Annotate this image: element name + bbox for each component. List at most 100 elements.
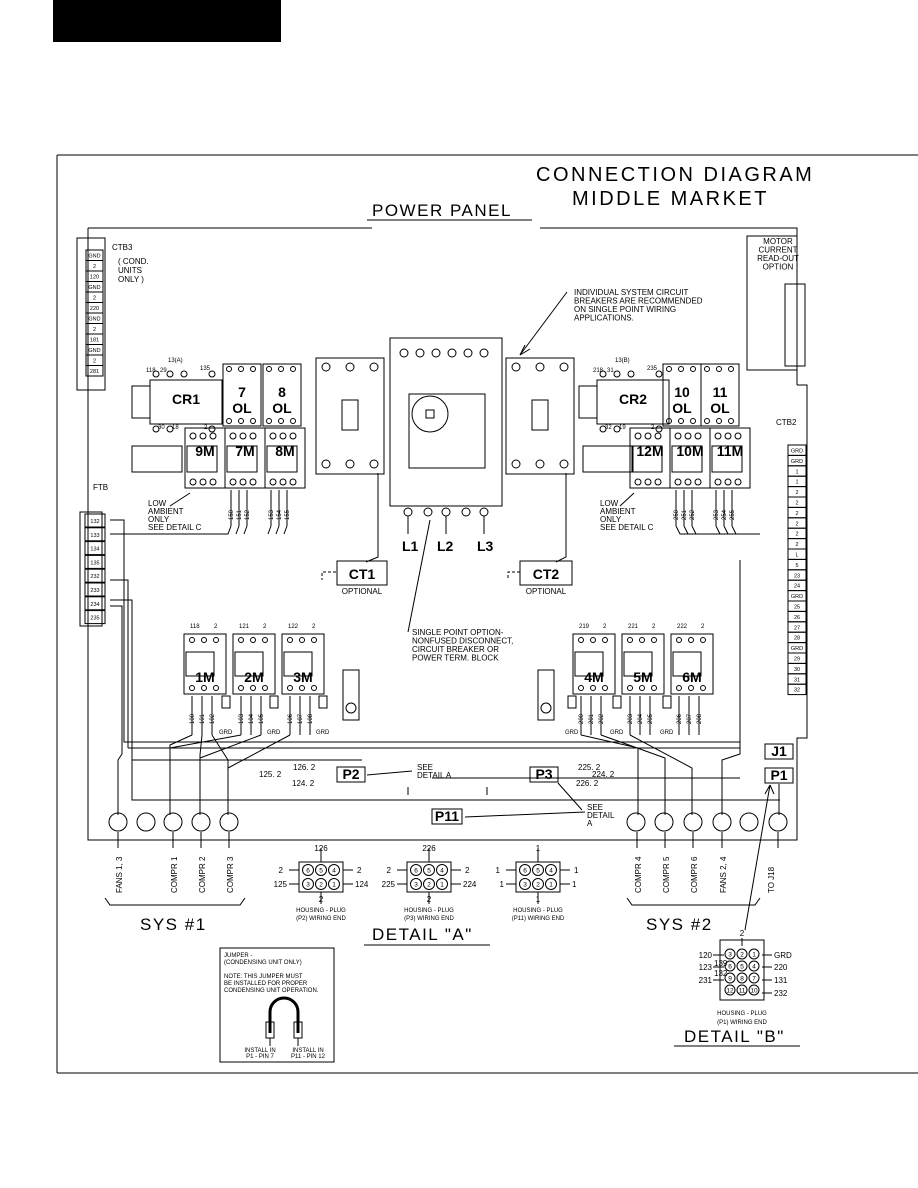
detail-a-p11-pin-label: 1 (549, 882, 553, 889)
ctb2-terminal-label: 27 (794, 625, 800, 631)
contactor-8m-terminal (279, 432, 287, 440)
panel-terminal (683, 812, 703, 832)
diagram-title-line1: CONNECTION DIAGRAM (536, 164, 814, 186)
contactor-2m-terminal (262, 685, 268, 691)
overload-11ol-terminal (704, 366, 710, 372)
lower-wire-label-right: 207 (687, 713, 693, 724)
detail-a-p11-pin (545, 878, 557, 890)
detail-a-p2-pin (328, 878, 340, 890)
disconnect-top-terminal (479, 348, 489, 358)
detail-b-pin-label: 10 (750, 988, 758, 995)
detail-a-p11-pin (519, 864, 531, 876)
detail-a-p2-pin-label: 6 (306, 868, 310, 875)
sys2-brace (626, 897, 761, 906)
disconnect-bottom-terminal (441, 507, 451, 517)
jumper-install-right: INSTALL IN (292, 1048, 323, 1054)
motor-current-label: CURRENT (758, 246, 797, 255)
disconnect-top-terminal (447, 348, 457, 358)
contactor-10m-label: 10M (676, 443, 703, 459)
contactor-9m-terminal (209, 478, 217, 486)
jumper-title: JUMPER - (224, 953, 252, 959)
contactor-8m (264, 427, 306, 489)
ctb2-terminal-label: 28 (794, 636, 800, 642)
detail-a-p3-pin-label: 6 (414, 868, 418, 875)
panel-terminal (739, 812, 759, 832)
upper-wire-label-left: 150 (229, 509, 235, 520)
single-point-note: NONFUSED DISCONNECT, (412, 637, 513, 646)
sys1-label: SYS #1 (140, 915, 207, 934)
detail-a-p3-left-bot: 225 (382, 880, 396, 889)
detail-a-p3-pin-label: 3 (414, 882, 418, 889)
detail-b-pin-label: 3 (728, 952, 732, 959)
detail-a-p11-left-top: 1 (496, 866, 501, 875)
contactor-2m-terminal (250, 685, 256, 691)
panel-terminal (163, 812, 183, 832)
detail-a-p11-pin (532, 878, 544, 890)
detail-b-pin-label: 7 (752, 976, 756, 983)
detail-a-p3-pin (410, 864, 422, 876)
p2-wire-label: 126. 2 (293, 763, 316, 772)
detail-a-p11-top: 1 (536, 844, 541, 853)
jumper-pins (269, 1038, 299, 1046)
contactor-5m-terminal (651, 685, 657, 691)
overload-10ol-terminal (690, 366, 696, 372)
detail-b-top: 2 (740, 929, 745, 938)
contactor-1m-top-wire: 118 (190, 624, 200, 630)
relay-cr2-wire: 13(B) (615, 358, 630, 364)
detail-a-p11-pin-label: 4 (549, 868, 553, 875)
contactor-4m-terminal (602, 685, 608, 691)
contactor-5m (621, 633, 665, 695)
breaker-note: INDIVIDUAL SYSTEM CIRCUIT (574, 288, 688, 297)
ctb2-terminal-label: 31 (794, 677, 800, 683)
detail-b-caption: HOUSING - PLUG (717, 1011, 767, 1017)
contactor-11m-coil (711, 445, 743, 473)
overload-11ol-number: 11 (713, 384, 728, 400)
contactor-11m-terminal (724, 478, 732, 486)
contactor-9m-coil (186, 445, 218, 473)
upper-wire-label-right: 251 (682, 509, 688, 520)
line-l1-label: L1 (402, 538, 419, 554)
upper-wire-label-left: 152 (245, 509, 251, 520)
ctb2-terminal-label: 2 (795, 501, 798, 507)
relay-cr1-wire: 29 (160, 368, 167, 374)
contactor-5m-label: 5M (633, 669, 652, 685)
ct1-lead (365, 473, 379, 563)
contactor-1m-label: 1M (195, 669, 214, 685)
lower-wire-label-right: 202 (599, 713, 605, 724)
ftb-terminal-label: 234 (90, 602, 99, 608)
contactor-4m-terminal (578, 637, 584, 643)
ctb3-terminal (85, 365, 104, 377)
see-detail-a-arrow (366, 770, 413, 776)
detail-a-p3-caption: (P3) WIRING END (404, 916, 454, 922)
low-ambient-note-right: AMBIENT (600, 507, 636, 516)
upper-wire-label-right: 255 (730, 509, 736, 520)
contactor-6m-terminal (676, 637, 682, 643)
overload-10ol-terminal (678, 418, 684, 424)
breaker-right (505, 357, 575, 475)
contactor-5m-terminal (651, 637, 657, 643)
breaker-note: APPLICATIONS. (574, 314, 634, 323)
ctb2-terminal (787, 683, 807, 696)
breaker-right-terminal (535, 362, 545, 372)
overload-10ol-terminal (666, 366, 672, 372)
overload-11ol-label: OL (710, 400, 730, 416)
grd-left-1: GRD (219, 730, 233, 736)
contactor-5m-top-wire: 2 (652, 624, 656, 630)
ftb-terminal (84, 610, 106, 625)
contactor-12m-coil (631, 445, 663, 473)
detail-b-left-label: 123 (699, 963, 713, 972)
detail-a-p11-left-bot: 1 (500, 880, 505, 889)
ctb2-terminal-label: 1 (795, 469, 798, 475)
breaker-right-terminal (535, 459, 545, 469)
contactor-11m-terminal (734, 432, 742, 440)
detail-a-p2-pin (328, 864, 340, 876)
relay-cr1-top-terminal (208, 370, 216, 378)
detail-a-p2-right-top: 2 (357, 866, 362, 875)
contactor-12m-terminal (654, 478, 662, 486)
detail-a-title: DETAIL "A" (372, 925, 473, 944)
low-ambient-arrow-right (619, 492, 635, 507)
see-detail-a2: A (587, 819, 593, 828)
relay-cr2-label: CR2 (619, 391, 647, 407)
lower-wire-label-right: 204 (638, 713, 644, 724)
detail-a-p2-bottom: 2 (319, 895, 324, 904)
